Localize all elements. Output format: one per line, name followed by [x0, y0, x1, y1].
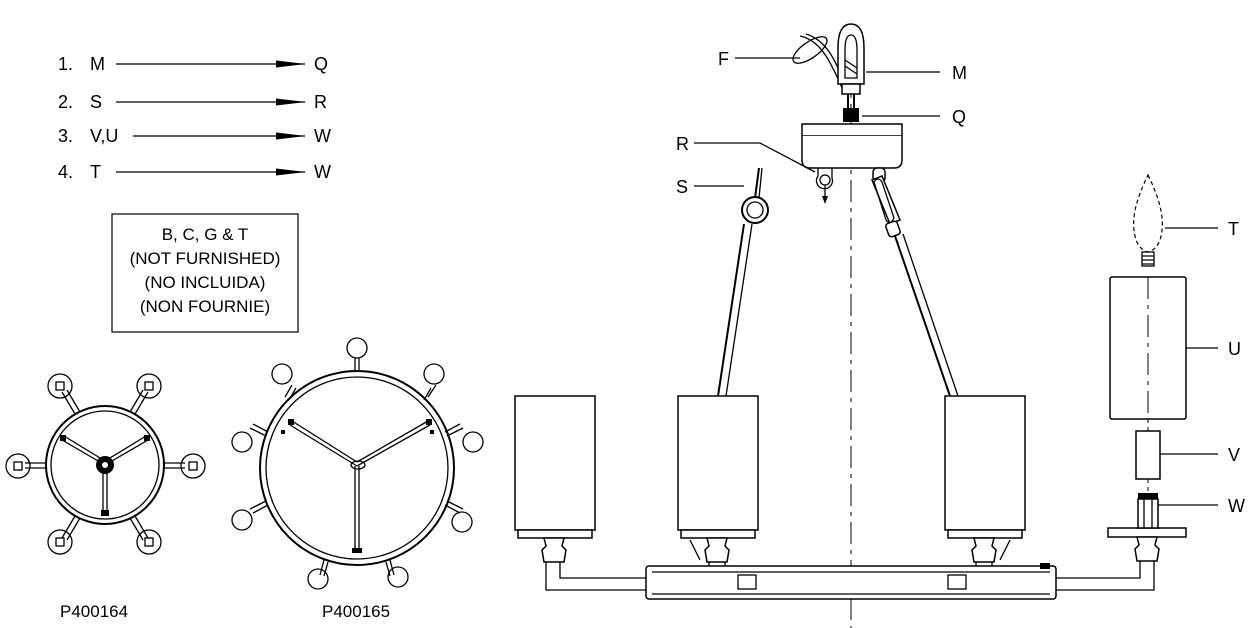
note-spanish: (NO INCLUIDA) — [145, 273, 266, 292]
step-1-number: 1. — [58, 54, 73, 74]
socket-w — [1137, 498, 1159, 529]
small-top-view: P400164 — [5, 373, 206, 621]
step-1: 1. M Q — [58, 54, 328, 74]
sleeve-v — [1135, 430, 1161, 480]
step-1-from: M — [90, 54, 105, 74]
step-1-to: Q — [314, 54, 328, 74]
shade-2 — [677, 395, 759, 531]
step-4-from: T — [90, 162, 101, 182]
step-3-from: V,U — [90, 126, 118, 146]
not-furnished-note: B, C, G & T (NOT FURNISHED) (NO INCLUIDA… — [111, 213, 299, 333]
frame-ring — [645, 539, 1057, 600]
mounting-hook — [815, 168, 834, 204]
callout-v: V — [1228, 445, 1240, 465]
large-model-number: P400165 — [322, 602, 390, 621]
small-model-number: P400164 — [60, 602, 128, 621]
support-rods — [717, 223, 959, 397]
chain-link-s — [741, 167, 769, 224]
callout-leaders — [694, 57, 1218, 506]
step-2: 2. S R — [58, 92, 327, 112]
small-sockets — [5, 373, 206, 555]
step-2-from: S — [90, 92, 102, 112]
bulb — [1133, 173, 1163, 267]
callout-s: S — [676, 177, 688, 197]
callout-t: T — [1228, 219, 1239, 239]
step-3: 3. V,U W — [58, 126, 331, 146]
shade-1 — [514, 395, 596, 531]
assembly-steps: 1. M Q 2. S R 3. V,U W 4. T W — [58, 54, 331, 182]
shades — [514, 276, 1187, 531]
note-box — [111, 213, 299, 333]
small-spokes — [60, 435, 150, 516]
large-arms — [249, 358, 464, 577]
candle-cups — [517, 527, 1187, 563]
step-4-number: 4. — [58, 162, 73, 182]
fixture-side-view: F M Q R S T U V W — [514, 23, 1245, 628]
chain-right — [871, 167, 901, 238]
exploded-socket — [1135, 419, 1161, 529]
canopy — [801, 123, 903, 169]
callout-u: U — [1228, 339, 1241, 359]
nipple-nut — [843, 108, 859, 122]
step-3-number: 3. — [58, 126, 73, 146]
step-4-to: W — [314, 162, 331, 182]
step-2-number: 2. — [58, 92, 73, 112]
note-french: (NON FOURNIE) — [140, 297, 270, 316]
connector-part — [837, 23, 865, 108]
step-2-to: R — [314, 92, 327, 112]
note-english: (NOT FURNISHED) — [130, 249, 281, 268]
large-spokes — [281, 419, 434, 553]
callout-r: R — [676, 134, 689, 154]
callout-m: M — [952, 63, 967, 83]
large-sockets — [231, 337, 484, 590]
large-top-view: P400165 — [231, 337, 484, 621]
callout-q: Q — [952, 107, 966, 127]
callout-f: F — [718, 49, 729, 69]
note-parts: B, C, G & T — [162, 225, 249, 244]
step-4: 4. T W — [58, 162, 331, 182]
shade-3 — [944, 395, 1026, 531]
callout-w: W — [1228, 496, 1245, 516]
step-3-to: W — [314, 126, 331, 146]
